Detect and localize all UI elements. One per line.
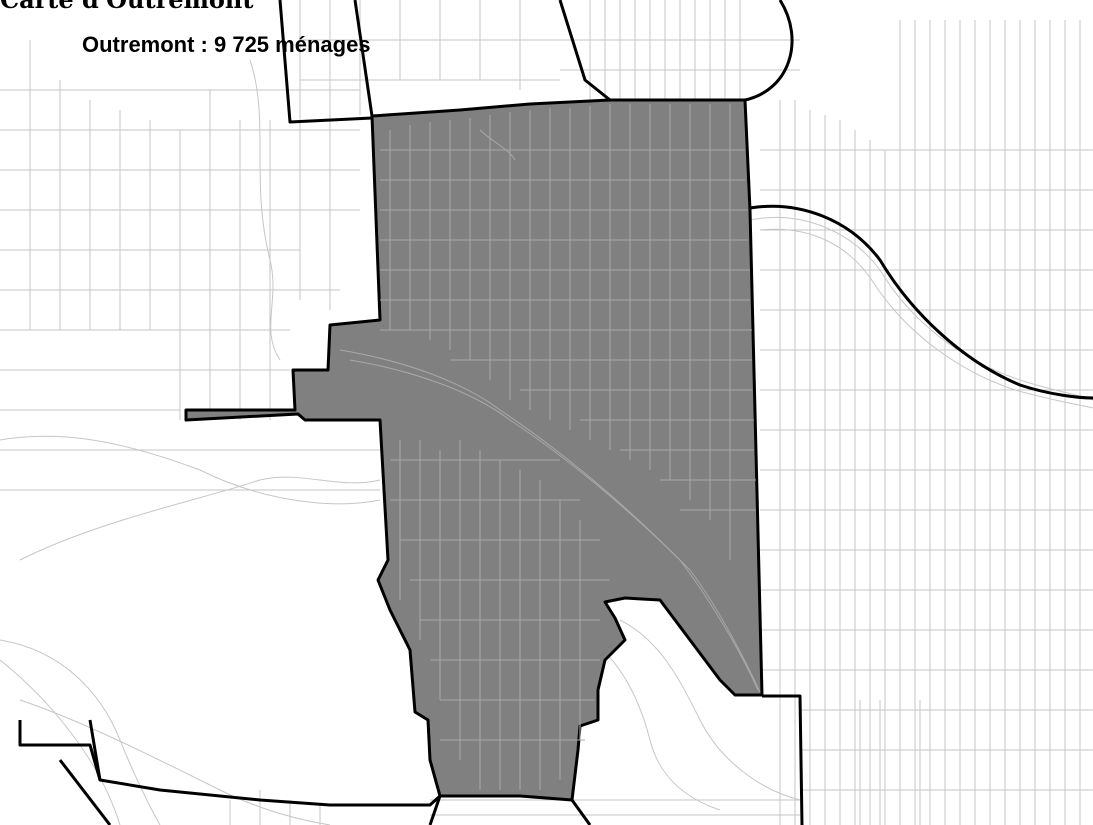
street-network-inside [339,104,761,790]
boundary-north-center [558,0,611,102]
east-grid-horizontals [760,149,1093,791]
page-heading: Carte d'Outremont [0,0,253,14]
north-grid [299,0,800,115]
boundary-south-west [18,720,442,807]
district-boundaries [18,0,1093,825]
district-household-label: Outremont : 9 725 ménages [82,32,371,57]
boundary-south-west-diagonal [58,759,112,825]
boundary-south-west-vertical [88,719,102,781]
boundary-east-highway [749,204,1093,400]
boundary-north-west [278,0,373,124]
south-grid [430,619,921,825]
boundary-south-east [762,694,804,825]
east-grid-verticals [779,20,1081,825]
east-highway-trace [749,216,1093,409]
boundary-north-west-inner [353,0,374,117]
west-grid [0,40,381,825]
boundary-north-east [744,0,794,102]
boundary-south-center-stub [570,799,592,825]
boundary-south-west-stub [428,795,442,825]
